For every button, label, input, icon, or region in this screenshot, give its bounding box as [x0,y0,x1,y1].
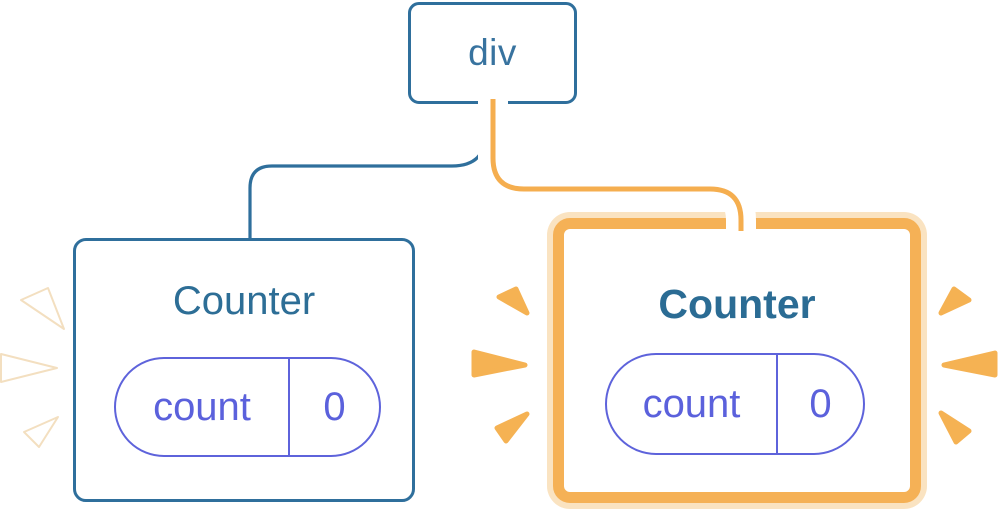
state-key-label: count [607,355,778,453]
state-value-label: 0 [809,381,832,426]
root-node-label: div [468,32,517,73]
burst-spark-icon-right-orange [938,286,998,445]
counter-title: Counter [172,279,316,323]
state-value-label: 0 [323,384,346,429]
edge-root-to-right-counter [490,99,744,231]
counter-title: Counter [658,281,816,327]
burst-spark-icon-middle-orange [471,286,530,444]
burst-spark-icon-left-white [0,287,65,448]
edge-casing-white [478,99,756,231]
counter-node-right-highlighted: Counter count 0 [553,218,921,503]
root-node-div: div [408,2,577,104]
state-key-label: count [116,359,290,455]
state-pill: count 0 [605,353,865,455]
state-pill: count 0 [114,357,381,457]
counter-node-left: Counter count 0 [73,238,415,502]
